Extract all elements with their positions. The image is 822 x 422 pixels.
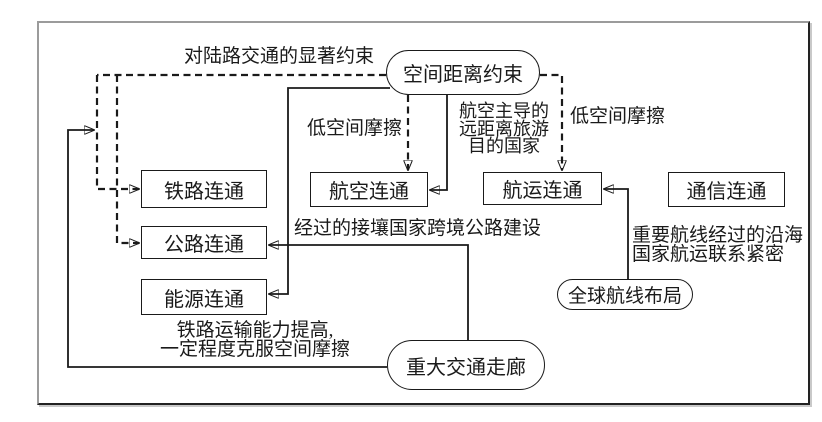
label-air-dominant-line3: 目的国家	[468, 136, 540, 156]
label-low-spatial-friction-ship: 低空间摩擦	[570, 106, 666, 127]
node-global-route-layout: 全球航线布局	[557, 279, 693, 310]
connector-constraint-to-ship-top	[540, 73, 562, 170]
label-low-spatial-friction-air: 低空间摩擦	[307, 118, 403, 139]
connector-constraint-to-road	[115, 75, 139, 243]
node-spatial-distance-constraint: 空间距离约束	[386, 50, 540, 95]
node-communication-connectivity: 通信连通	[668, 172, 785, 207]
node-energy-connectivity: 能源连通	[141, 279, 267, 315]
label-land-transport-constraint: 对陆路交通的显著约束	[184, 46, 375, 67]
label-air-dominant-line1: 航空主导的	[459, 101, 549, 121]
node-road-connectivity: 公路连通	[141, 226, 267, 259]
connector-constraint-to-rail	[95, 75, 139, 189]
label-coastal-shipping-line1: 重要航线经过的沿海	[632, 225, 804, 246]
label-coastal-shipping-line2: 国家航运联系紧密	[632, 243, 785, 265]
node-rail-connectivity: 铁路连通	[141, 170, 267, 208]
node-shipping-connectivity: 航运连通	[483, 172, 602, 205]
node-aviation-connectivity: 航空连通	[310, 172, 428, 207]
connector-corridor-to-road	[269, 245, 469, 340]
label-rail-capacity-line2: 一定程度克服空间摩擦	[159, 338, 350, 360]
connector-routes-to-ship	[604, 189, 629, 280]
connector-corridor-to-rail-constraint	[67, 130, 387, 368]
label-rail-capacity-overcome-friction: 铁路运输能力提高, 一定程度克服空间摩擦	[148, 320, 362, 360]
label-cross-border-road-construction: 经过的接壤国家跨境公路建设	[294, 218, 542, 239]
connector-constraint-to-air-right	[430, 93, 448, 190]
connector-constraint-to-energy	[269, 87, 390, 294]
label-air-dominant-tourism: 航空主导的 远距离旅游 目的国家	[450, 101, 558, 156]
label-air-dominant-line2: 远距离旅游	[459, 118, 549, 139]
label-rail-capacity-line1: 铁路运输能力提高,	[176, 320, 334, 341]
node-major-transport-corridor: 重大交通走廊	[387, 340, 545, 390]
label-coastal-shipping-ties: 重要航线经过的沿海 国家航运联系紧密	[632, 225, 804, 265]
